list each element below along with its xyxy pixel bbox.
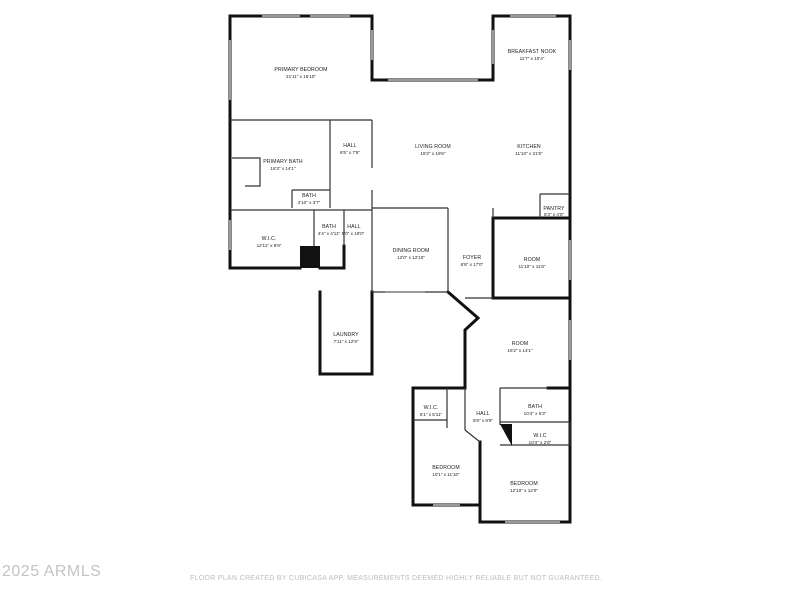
bath-2-dims: 4'4" x 4'11"	[318, 231, 341, 236]
hall-2-name: HALL	[347, 224, 360, 230]
watermark: 2025 ARMLS	[2, 563, 102, 580]
laundry-dims: 7'11" x 12'9"	[334, 339, 359, 344]
room-bedroom-2: BEDROOM 12'10" x 12'0"	[510, 481, 538, 493]
bedroom-2-dims: 12'10" x 12'0"	[510, 488, 538, 493]
living-room-name: LIVING ROOM	[415, 144, 451, 150]
room-2-name: ROOM	[512, 341, 529, 347]
hall-2-dims: 5'0" x 19'0"	[342, 231, 365, 236]
room-laundry: LAUNDRY 7'11" x 12'9"	[333, 332, 359, 344]
wic-1-dims: 12'11" x 8'9"	[257, 243, 282, 248]
pantry-name: PANTRY	[543, 206, 565, 212]
room-foyer: FOYER 6'8" x 17'0"	[461, 255, 484, 267]
breakfast-nook-dims: 11'7" x 10'4"	[520, 56, 545, 61]
hall-1-dims: 6'5" x 7'8"	[340, 150, 360, 155]
bath-1-dims: 4'10" x 3'7"	[298, 200, 321, 205]
room-1-name: ROOM	[524, 257, 541, 263]
bath-3-dims: 10'4" x 5'3"	[524, 411, 547, 416]
bedroom-1-name: BEDROOM	[432, 465, 460, 471]
kitchen-name: KITCHEN	[517, 144, 541, 150]
room-hall-3: HALL 5'8" x 8'9"	[473, 411, 493, 423]
exterior-walls	[228, 14, 572, 524]
room-wic-3: W.I.C 10'4" x 2'6"	[529, 433, 552, 445]
hall-3-name: HALL	[476, 411, 489, 417]
closet-block	[300, 246, 320, 268]
room-primary-bedroom: PRIMARY BEDROOM 21'11" x 15'10"	[274, 67, 327, 79]
bath-1-name: BATH	[302, 193, 316, 199]
room-wic-2: W.I.C. 5'1" x 5'11"	[420, 405, 443, 417]
bath-2-name: BATH	[322, 224, 336, 230]
laundry-name: LAUNDRY	[333, 332, 359, 338]
primary-bedroom-dims: 21'11" x 15'10"	[286, 74, 316, 79]
room-bath-1: BATH 4'10" x 3'7"	[298, 193, 321, 205]
wic-1-name: W.I.C.	[262, 236, 277, 242]
room-1-dims: 11'10" x 11'6"	[518, 264, 545, 269]
wic-2-dims: 5'1" x 5'11"	[420, 412, 443, 417]
room-primary-bath: PRIMARY BATH 18'3" x 14'1"	[263, 159, 303, 171]
primary-bedroom-name: PRIMARY BEDROOM	[274, 67, 327, 73]
bedroom-2-name: BEDROOM	[510, 481, 538, 487]
room-pantry: PANTRY 5'3" x 4'0"	[543, 206, 565, 217]
room-dining-room: DINING ROOM 12'0" x 12'10"	[393, 248, 430, 260]
windows	[229, 15, 571, 523]
room-room-2: ROOM 16'2" x 14'1"	[507, 341, 533, 353]
room-kitchen: KITCHEN 11'10" x 21'5"	[515, 144, 543, 156]
room-bath-2: BATH 4'4" x 4'11"	[318, 224, 341, 236]
corner-block	[500, 424, 512, 446]
room-breakfast-nook: BREAKFAST NOOK 11'7" x 10'4"	[508, 49, 557, 61]
room-hall-2: HALL 5'0" x 19'0"	[342, 224, 365, 236]
wic-3-name: W.I.C	[533, 433, 546, 439]
pantry-dims: 5'3" x 4'0"	[544, 212, 564, 217]
room-wic-1: W.I.C. 12'11" x 8'9"	[257, 236, 282, 248]
dining-room-name: DINING ROOM	[393, 248, 430, 254]
room-bath-3: BATH 10'4" x 5'3"	[524, 404, 547, 416]
wic-2-name: W.I.C.	[424, 405, 439, 411]
living-room-dims: 18'2" x 19'6"	[420, 151, 446, 156]
disclaimer: FLOOR PLAN CREATED BY CUBICASA APP. MEAS…	[190, 575, 603, 582]
foyer-dims: 6'8" x 17'0"	[461, 262, 484, 267]
room-hall-1: HALL 6'5" x 7'8"	[340, 143, 360, 155]
wic-3-dims: 10'4" x 2'6"	[529, 440, 552, 445]
bath-3-name: BATH	[528, 404, 542, 410]
room-room-1: ROOM 11'10" x 11'6"	[518, 257, 545, 269]
bedroom-1-dims: 10'1" x 11'10"	[432, 472, 460, 477]
hall-1-name: HALL	[343, 143, 356, 149]
primary-bath-dims: 18'3" x 14'1"	[270, 166, 296, 171]
breakfast-nook-name: BREAKFAST NOOK	[508, 49, 557, 55]
hall-3-dims: 5'8" x 8'9"	[473, 418, 493, 423]
dining-room-dims: 12'0" x 12'10"	[397, 255, 425, 260]
room-2-dims: 16'2" x 14'1"	[507, 348, 533, 353]
primary-bath-name: PRIMARY BATH	[263, 159, 303, 165]
room-bedroom-1: BEDROOM 10'1" x 11'10"	[432, 465, 460, 477]
room-living-room: LIVING ROOM 18'2" x 19'6"	[415, 144, 451, 156]
kitchen-dims: 11'10" x 21'5"	[515, 151, 543, 156]
foyer-name: FOYER	[463, 255, 482, 261]
